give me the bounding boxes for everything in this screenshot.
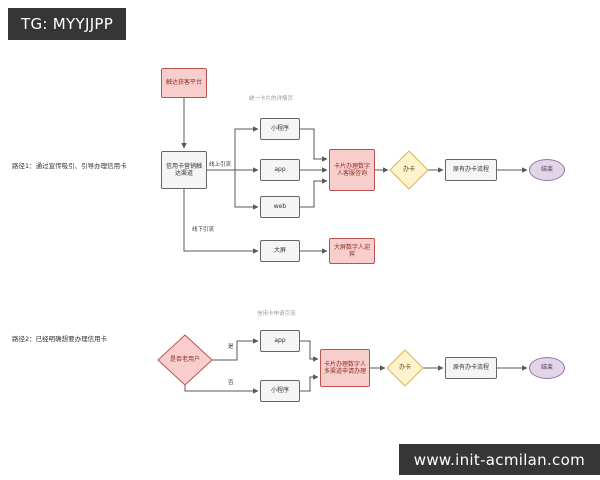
web-node-path1: web xyxy=(260,196,300,218)
apply-card-diamond-path2 xyxy=(386,349,424,387)
digital-human-service-node-path1: 卡片办理数字人客服咨询 xyxy=(329,149,375,191)
edge-app2-to-service2 xyxy=(300,340,319,362)
detail-page-note: 统一卡片的详情页 xyxy=(249,96,294,102)
edge-channel-to-miniprogram xyxy=(234,126,259,170)
existing-process-node-path2: 原有办卡流程 xyxy=(445,357,497,379)
online-edge-label: 线上引流 xyxy=(208,162,233,169)
app-node-path1: app xyxy=(260,159,300,181)
start-platform-node: 触达获客平台 xyxy=(161,68,207,98)
app-node-path2: app xyxy=(260,330,300,352)
apply-card-label-path2: 办卡 xyxy=(398,364,411,372)
miniprogram-node-path2: 小程序 xyxy=(260,380,300,402)
path1-label: 路径1：通过宣传吸引、引导办理信用卡 xyxy=(12,162,127,170)
is-old-user-label: 是否老用户 xyxy=(169,356,200,364)
edge-channel-to-web xyxy=(234,170,259,210)
path2-label: 路径2：已经明确想要办理信用卡 xyxy=(12,335,108,343)
is-old-user-diamond xyxy=(157,334,213,386)
edge-miniprogram2-to-service2 xyxy=(300,374,319,392)
tg-watermark-banner: TG: MYYJJPP xyxy=(8,8,127,40)
edge-decision-no-to-miniprogram xyxy=(184,385,259,394)
screen-greeter-node: 大屏数字人迎宾 xyxy=(329,238,375,264)
end-node-path2: 结束 xyxy=(529,357,565,379)
card-apply-note: 信用卡申请引流 xyxy=(257,311,296,317)
apply-card-label-path1: 办卡 xyxy=(402,166,415,174)
apply-card-diamond-path1 xyxy=(389,150,429,190)
edge-decision-yes-to-app xyxy=(212,338,259,361)
edge-miniprogram-to-service xyxy=(300,128,328,162)
edge-channel-to-screen xyxy=(183,189,259,254)
no-edge-label: 否 xyxy=(227,380,235,387)
edge-web-to-service xyxy=(300,178,328,208)
digital-human-service-node-path2: 卡片办理数字人多渠道申请办理 xyxy=(320,349,370,387)
site-watermark-banner: www.init-acmilan.com xyxy=(398,444,600,475)
miniprogram-node-path1: 小程序 xyxy=(260,118,300,140)
offline-edge-label: 线下引流 xyxy=(191,227,216,234)
end-node-path1: 结束 xyxy=(529,159,565,181)
marketing-channel-node: 信用卡营销触达渠道 xyxy=(161,151,207,189)
big-screen-node: 大屏 xyxy=(260,240,300,262)
yes-edge-label: 是 xyxy=(227,344,235,351)
existing-process-node-path1: 原有办卡流程 xyxy=(445,159,497,181)
